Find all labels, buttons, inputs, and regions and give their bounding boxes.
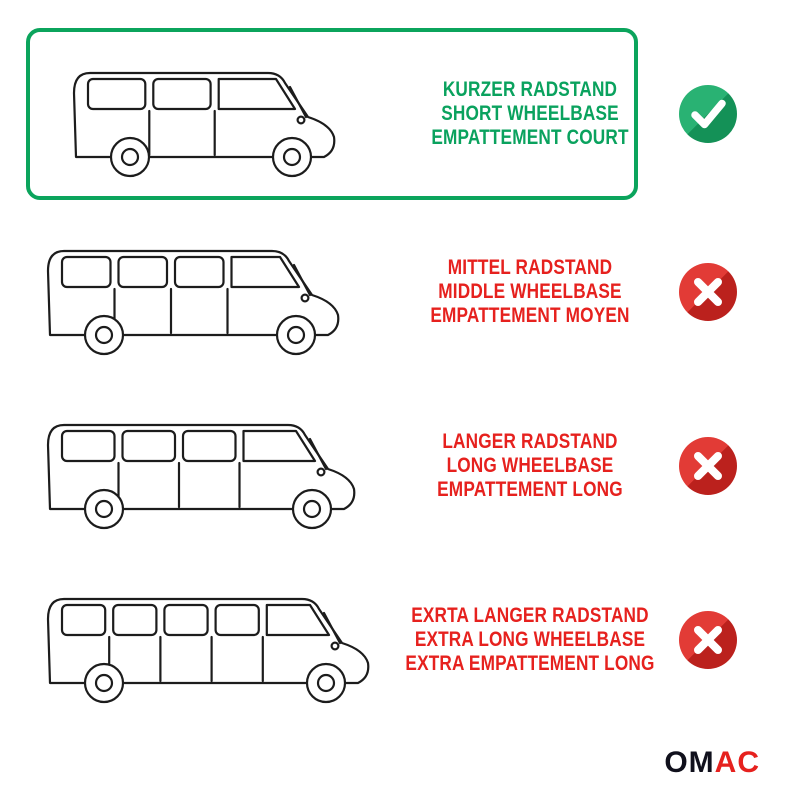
x-icon xyxy=(679,611,737,669)
label-fr: EMPATTEMENT COURT xyxy=(431,125,629,149)
label-en: SHORT WHEELBASE xyxy=(441,102,619,126)
selected-option-outline xyxy=(26,28,638,200)
van-illustration-extra-long xyxy=(30,573,378,707)
x-icon xyxy=(679,263,737,321)
brand-logo: OMAC xyxy=(664,746,760,780)
wheelbase-option-middle: MITTEL RADSTAND MIDDLE WHEELBASE EMPATTE… xyxy=(0,216,800,368)
option-labels-extra-long: EXRTA LANGER RADSTAND EXTRA LONG WHEELBA… xyxy=(403,604,657,676)
label-fr: EMPATTEMENT MOYEN xyxy=(430,303,630,327)
van-illustration-short xyxy=(56,47,344,181)
brand-logo-part1: OM xyxy=(664,746,715,779)
option-labels-long: LANGER RADSTAND LONG WHEELBASE EMPATTEME… xyxy=(403,430,657,502)
brand-logo-part2: AC xyxy=(714,746,760,779)
van-illustration-middle xyxy=(30,225,348,359)
label-de: MITTEL RADSTAND xyxy=(447,256,613,280)
label-en: MIDDLE WHEELBASE xyxy=(438,280,622,304)
label-de: LANGER RADSTAND xyxy=(442,430,618,454)
wheelbase-option-short: KURZER RADSTAND SHORT WHEELBASE EMPATTEM… xyxy=(0,28,800,200)
label-fr: EMPATTEMENT LONG xyxy=(437,477,623,501)
wheelbase-option-long: LANGER RADSTAND LONG WHEELBASE EMPATTEME… xyxy=(0,390,800,542)
check-icon xyxy=(679,85,737,143)
van-illustration-long xyxy=(30,399,364,533)
label-en: LONG WHEELBASE xyxy=(446,454,614,478)
option-labels-middle: MITTEL RADSTAND MIDDLE WHEELBASE EMPATTE… xyxy=(403,256,657,328)
label-en: EXTRA LONG WHEELBASE xyxy=(414,628,646,652)
wheelbase-option-extra-long: EXRTA LANGER RADSTAND EXTRA LONG WHEELBA… xyxy=(0,564,800,716)
label-de: EXRTA LANGER RADSTAND xyxy=(411,604,649,628)
x-icon xyxy=(679,437,737,495)
label-de: KURZER RADSTAND xyxy=(442,78,618,102)
option-labels-short: KURZER RADSTAND SHORT WHEELBASE EMPATTEM… xyxy=(403,78,657,150)
label-fr: EXTRA EMPATTEMENT LONG xyxy=(405,651,655,675)
